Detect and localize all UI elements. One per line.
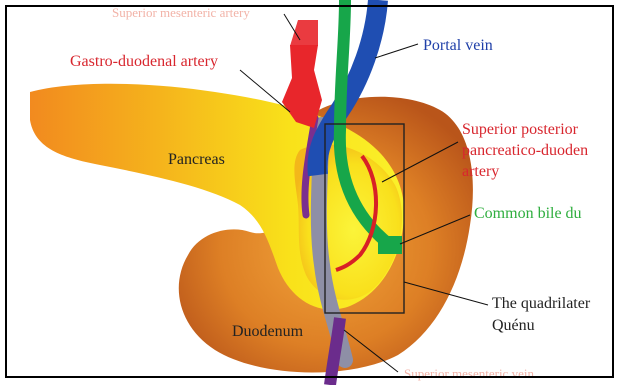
label-spda-line2: pancreatico-duoden [462,141,588,160]
label-top-cut: Superior mesenteric artery [112,3,250,22]
label-spda-line1: Superior posterior [462,120,578,139]
label-gastroduodenal-artery: Gastro-duodenal artery [70,52,218,71]
label-common-bile-duct: Common bile du [474,204,582,223]
label-pancreas: Pancreas [168,150,225,169]
label-quadrilateral-line1: The quadrilater [492,294,590,313]
label-bottom-cut: Superior mesenteric vein [404,364,534,383]
label-quadrilateral-line2: Quénu [492,316,535,335]
label-duodenum: Duodenum [232,322,303,341]
leader-portal-vein [375,44,418,58]
label-spda-line3: artery [462,162,499,181]
label-portal-vein: Portal vein [423,36,493,55]
